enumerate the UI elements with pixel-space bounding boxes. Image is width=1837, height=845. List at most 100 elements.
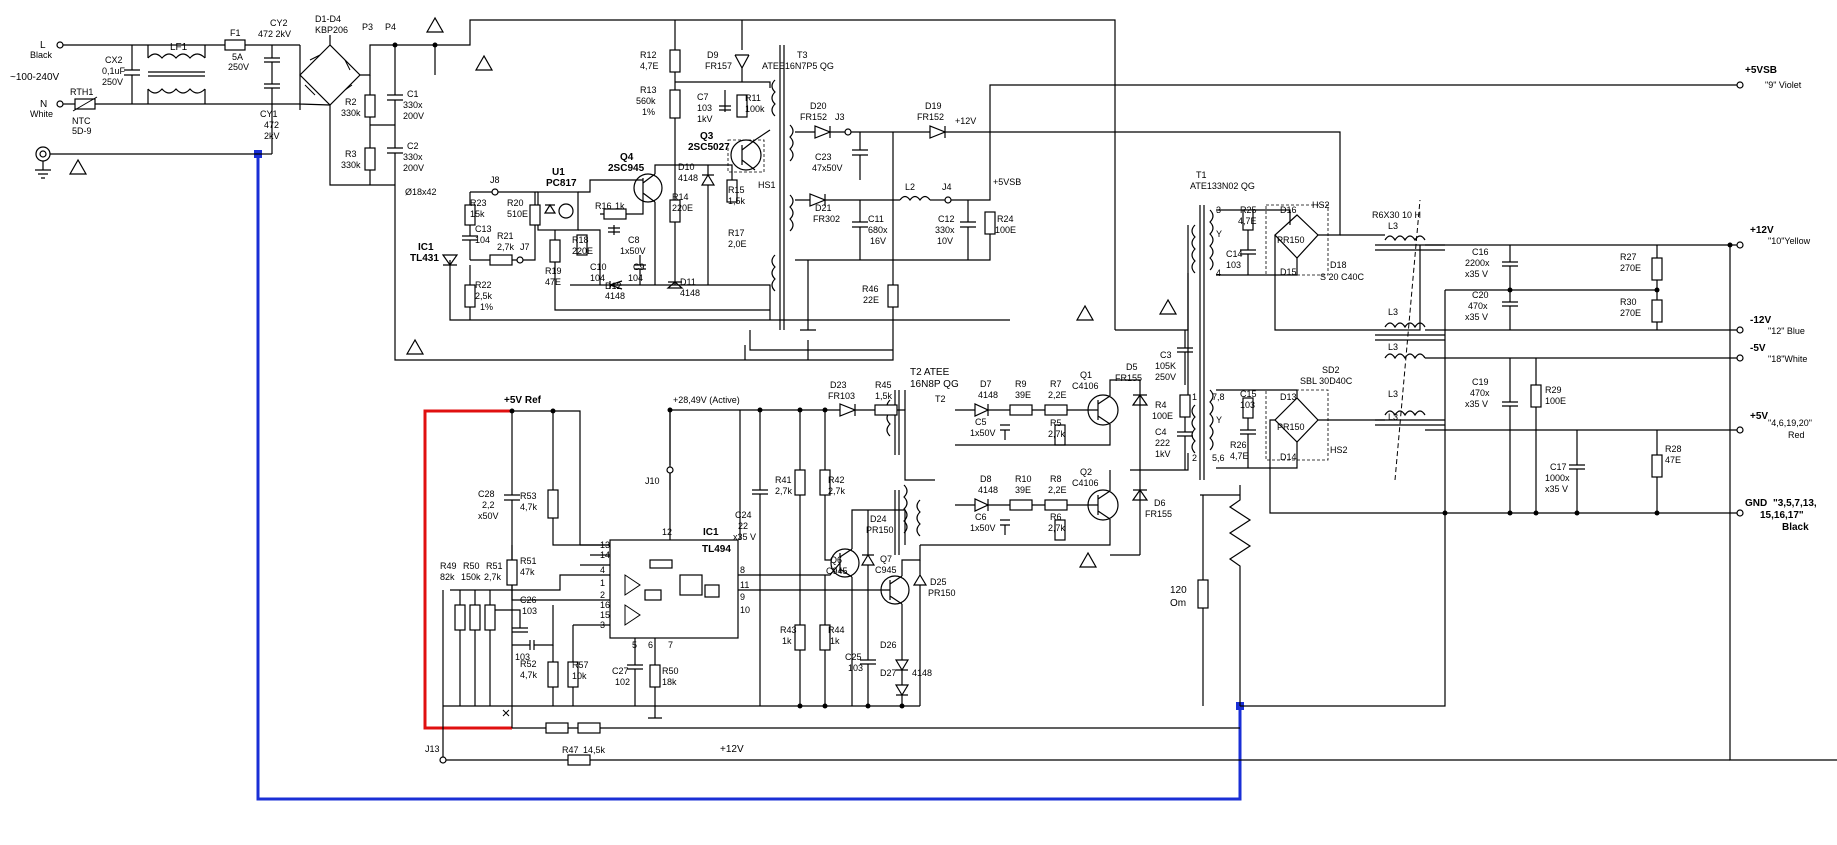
label-r41: R41	[775, 475, 792, 485]
label-c19-val2: x35 V	[1465, 399, 1488, 409]
label-r52: R52	[520, 659, 537, 669]
label-c9-val: 104	[628, 273, 643, 283]
label-out-5v: +5V	[1750, 411, 1768, 422]
label-q1: Q1	[1080, 370, 1092, 380]
label-d21: D21	[815, 203, 832, 213]
label-t3-val: ATEE16N7P5 QG	[762, 61, 834, 71]
label-c16-val1: 2200x	[1465, 258, 1490, 268]
label-n: N	[40, 99, 47, 110]
label-r22: R22	[475, 280, 492, 290]
label-r13-val1: 560k	[636, 96, 656, 106]
label-ntc: NTC	[72, 116, 91, 126]
input-section	[35, 16, 1116, 361]
label-d24-val: PR150	[866, 525, 894, 535]
label-r27: R27	[1620, 252, 1637, 262]
label-c15: C15	[1240, 389, 1257, 399]
label-c11: C11	[868, 214, 884, 224]
label-c1-val2: 200V	[403, 111, 424, 121]
label-r14: R14	[672, 192, 689, 202]
label-r23: R23	[470, 198, 487, 208]
label-t2-val: 16N8P QG	[910, 379, 959, 390]
label-d9-val: FR157	[705, 61, 732, 71]
label-d14: D14	[1280, 452, 1297, 462]
label-r19-val: 47E	[545, 277, 561, 287]
label-d25: D25	[930, 577, 947, 587]
label-c2-val2: 200V	[403, 163, 424, 173]
pin-1: 1	[600, 578, 605, 588]
label-c16: C16	[1472, 247, 1489, 257]
label-r20-val: 510E	[507, 209, 528, 219]
label-n-color: White	[30, 109, 53, 119]
label-out-m5v: -5V	[1750, 343, 1766, 354]
label-r4-val: 100E	[1152, 411, 1173, 421]
label-c24-val2: x35 V	[733, 532, 756, 542]
label-r22-val1: 2,5k	[475, 291, 493, 301]
pin-15: 15	[600, 610, 610, 620]
label-r41-val: 2,7k	[775, 486, 793, 496]
label-d10: D10	[678, 162, 695, 172]
label-d15: D15	[1280, 267, 1297, 277]
label-c17: C17	[1550, 462, 1567, 472]
label-c20: C20	[1472, 290, 1489, 300]
label-r44-val: 1k	[830, 636, 840, 646]
label-c2-val1: 330x	[403, 152, 423, 162]
pin-13: 13	[600, 540, 610, 550]
label-t1-pin-y2: Y	[1216, 415, 1222, 425]
label-r42-val: 2,7k	[828, 486, 846, 496]
label-r29-val: 100E	[1545, 396, 1566, 406]
label-hs1: HS1	[758, 180, 776, 190]
label-out-5v-pin1: "4,6,19,20"	[1768, 418, 1812, 428]
label-tl494-ic1: IC1	[703, 527, 719, 538]
label-r57-val: 10k	[572, 671, 587, 681]
label-t2: T2 ATEE	[910, 367, 950, 378]
label-j8: J8	[490, 175, 500, 185]
label-q2: Q2	[1080, 467, 1092, 477]
label-l3-4: L3	[1388, 389, 1398, 399]
label-u1: U1	[552, 167, 565, 178]
label-r2: R2	[345, 97, 357, 107]
label-l3-1: L3	[1388, 221, 1398, 231]
label-r27-val: 270E	[1620, 263, 1641, 273]
label-r5-val: 2,7k	[1048, 429, 1066, 439]
label-r52-val: 4,7k	[520, 670, 538, 680]
label-r18-val: 220E	[572, 246, 593, 256]
label-r57: R57	[572, 660, 589, 670]
label-active-rail: +28,49V (Active)	[673, 395, 740, 405]
label-r20: R20	[507, 198, 524, 208]
label-j4: J4	[942, 182, 952, 192]
label-t1-val: ATE133N02 QG	[1190, 181, 1255, 191]
label-r42: R42	[828, 475, 845, 485]
label-j10: J10	[645, 476, 660, 486]
label-r4: R4	[1155, 400, 1167, 410]
pin-9: 9	[740, 592, 745, 602]
label-t1: T1	[1196, 170, 1207, 180]
label-r13-val2: 1%	[642, 107, 655, 117]
label-r21-val: 2,7k	[497, 242, 515, 252]
label-out-gnd-pin2: 15,16,17"	[1760, 510, 1804, 521]
label-c11-val1: 680x	[868, 225, 888, 235]
label-r19: R19	[545, 266, 562, 276]
label-r51b-val: 47k	[520, 567, 535, 577]
label-c25-val: 103	[848, 663, 863, 673]
label-r50: R50	[463, 561, 480, 571]
label-out-12v: +12V	[1750, 225, 1774, 236]
label-cy1: CY1	[260, 109, 278, 119]
label-r46: R46	[862, 284, 879, 294]
label-d12-val: 4148	[605, 291, 625, 301]
pin-11: 11	[740, 580, 749, 590]
label-lf1: LF1	[170, 42, 188, 53]
label-j3: J3	[835, 112, 845, 122]
label-ntc-val: 5D-9	[72, 126, 92, 136]
label-standby-5vsb: +5VSB	[993, 177, 1021, 187]
label-c8: C8	[628, 235, 640, 245]
label-r11-val: 100k	[745, 104, 765, 114]
label-hs2-top: HS2	[1312, 200, 1330, 210]
pin-14: 14	[600, 550, 610, 560]
label-cy1-val1: 472	[264, 120, 279, 130]
pin-3: 3	[600, 620, 605, 630]
label-c23: C23	[815, 152, 832, 162]
label-d18: D18	[1330, 260, 1347, 270]
label-c19-val1: 470x	[1470, 388, 1490, 398]
label-c24: C24	[735, 510, 752, 520]
label-r17: R17	[728, 228, 745, 238]
